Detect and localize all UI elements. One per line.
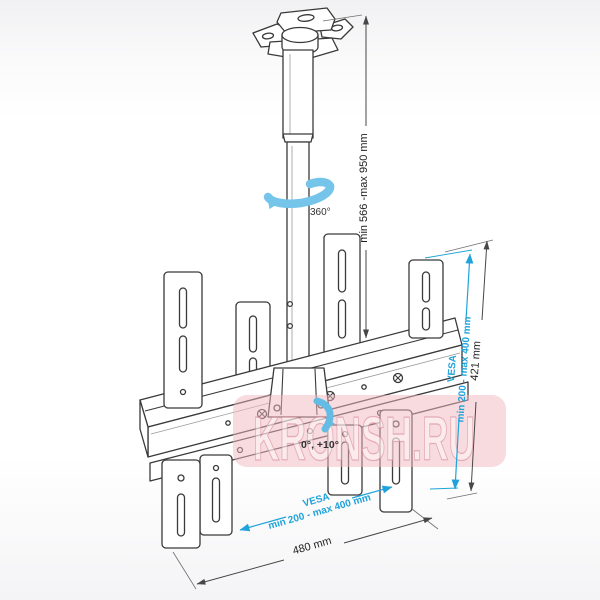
ceiling-mount-plate	[252, 7, 354, 61]
vesa-rail-front-right	[408, 259, 444, 339]
bottom-vesa-dimension: VESA min 200 - max 400 mm	[239, 485, 393, 532]
watermark-text: KRONSH.RU	[253, 405, 475, 474]
vesa-rail-front-left	[163, 271, 203, 409]
height-dimension-label: min 566 -max 950 mm	[358, 133, 370, 242]
depth-dimension-label: 421 mm	[469, 341, 484, 381]
vesa-rail-lower-left-front	[161, 459, 201, 549]
tilt-arrow-icon	[313, 397, 335, 433]
depth-dimension: 421 mm	[444, 239, 494, 500]
rotation-arrow-icon	[263, 177, 335, 210]
vesa-rail-rear-right	[323, 233, 361, 361]
rotation-label: 360°	[310, 207, 331, 218]
side-vesa-title: VESA	[446, 355, 459, 383]
height-dimension: min 566 -max 950 mm	[322, 14, 370, 339]
watermark-band	[233, 395, 506, 467]
tilt-label: 0°, +10°	[301, 439, 339, 451]
width-dimension-label: 480 mm	[291, 535, 333, 557]
vesa-rail-lower-left-rear	[199, 454, 233, 536]
